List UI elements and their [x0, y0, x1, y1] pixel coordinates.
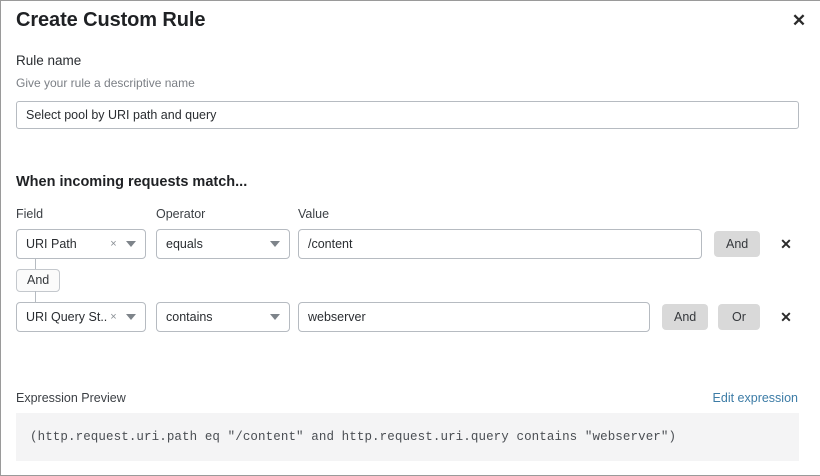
chevron-down-icon [126, 314, 136, 320]
column-header-operator: Operator [156, 207, 206, 221]
expression-preview-box: (http.request.uri.path eq "/content" and… [16, 413, 799, 461]
condition-row: URI Path × equals And ✕ [1, 229, 820, 259]
operator-select-2-value: contains [166, 310, 213, 324]
chevron-down-icon [270, 314, 280, 320]
rule-name-label: Rule name [16, 53, 82, 68]
connector-line-bottom [35, 291, 36, 302]
field-select-1[interactable]: URI Path × [16, 229, 146, 259]
expression-code: (http.request.uri.path eq "/content" and… [30, 430, 677, 444]
add-and-condition-button-2[interactable]: And [662, 304, 708, 330]
operator-select-1-value: equals [166, 237, 203, 251]
connector-line-top [35, 259, 36, 269]
remove-condition-icon-1[interactable]: ✕ [776, 234, 796, 254]
edit-expression-link[interactable]: Edit expression [712, 391, 798, 405]
clear-icon[interactable]: × [110, 238, 117, 250]
field-select-1-value: URI Path [26, 237, 77, 251]
value-input-2[interactable] [298, 302, 650, 332]
rule-name-input[interactable] [16, 101, 799, 129]
dialog-title: Create Custom Rule [16, 9, 206, 31]
operator-select-2[interactable]: contains [156, 302, 290, 332]
connector-and-badge[interactable]: And [16, 269, 61, 292]
remove-condition-icon-2[interactable]: ✕ [776, 307, 796, 327]
operator-select-1[interactable]: equals [156, 229, 290, 259]
add-or-condition-button-2[interactable]: Or [718, 304, 760, 330]
clear-icon[interactable]: × [110, 311, 117, 323]
match-section-heading: When incoming requests match... [16, 174, 248, 190]
column-header-field: Field [16, 207, 44, 221]
chevron-down-icon [270, 241, 280, 247]
field-select-2[interactable]: URI Query St... × [16, 302, 146, 332]
field-select-2-value: URI Query St... [26, 310, 107, 324]
close-icon[interactable]: ✕ [786, 7, 812, 33]
expression-preview-label: Expression Preview [16, 391, 126, 405]
rule-name-hint: Give your rule a descriptive name [16, 76, 195, 90]
add-and-condition-button-1[interactable]: And [714, 231, 760, 257]
column-header-value: Value [298, 207, 330, 221]
chevron-down-icon [126, 241, 136, 247]
condition-row: URI Query St... × contains And Or ✕ [1, 302, 820, 332]
value-input-1[interactable] [298, 229, 702, 259]
